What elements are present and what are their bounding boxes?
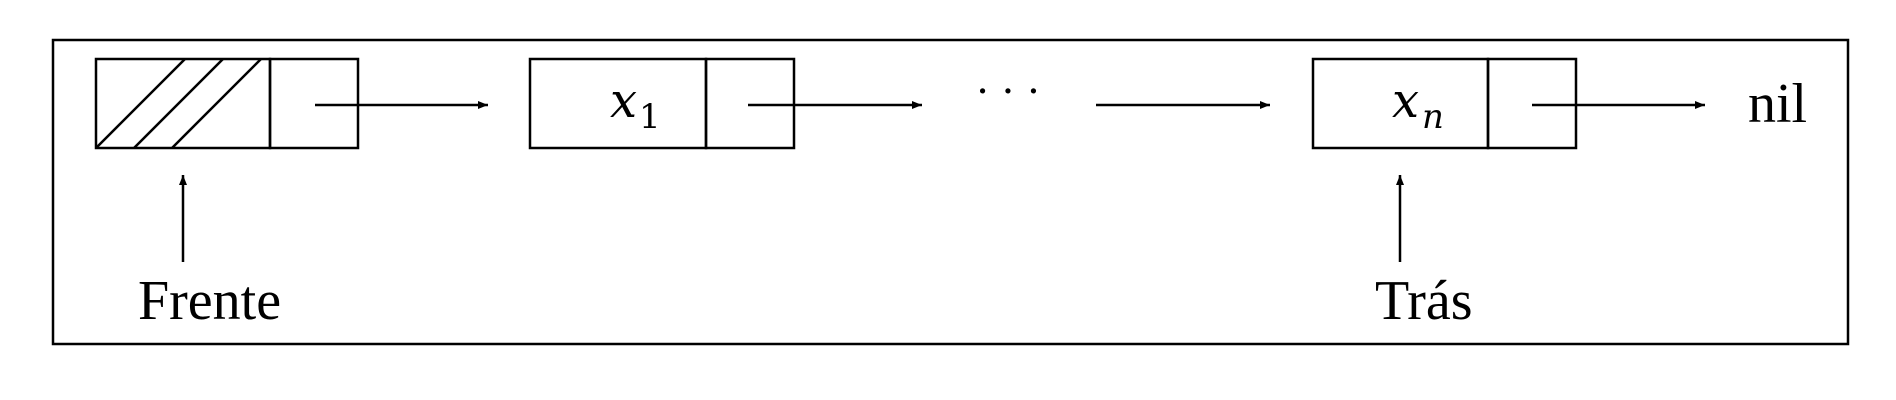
- ellipsis: · · ·: [976, 69, 1040, 115]
- nil-terminator: nil: [1748, 73, 1807, 135]
- header-node-hatch: [96, 59, 262, 148]
- front-pointer-label: Frente: [138, 270, 281, 332]
- node-xn-value: x: [1392, 73, 1419, 129]
- node-xn-pointer-cell: [1486, 57, 1578, 150]
- node-xn: x n: [1311, 57, 1578, 150]
- header-node-data-cell: [94, 57, 272, 150]
- node-x1: x 1: [528, 57, 796, 150]
- header-node-pointer-cell: [268, 57, 360, 150]
- node-xn-subscript: n: [1422, 97, 1444, 137]
- header-node: [94, 57, 360, 150]
- node-x1-subscript: 1: [639, 97, 661, 137]
- rear-pointer-label: Trás: [1375, 270, 1473, 332]
- outer-frame: [51, 38, 1850, 346]
- node-x1-value: x: [610, 73, 637, 129]
- node-x1-pointer-cell: [704, 57, 796, 150]
